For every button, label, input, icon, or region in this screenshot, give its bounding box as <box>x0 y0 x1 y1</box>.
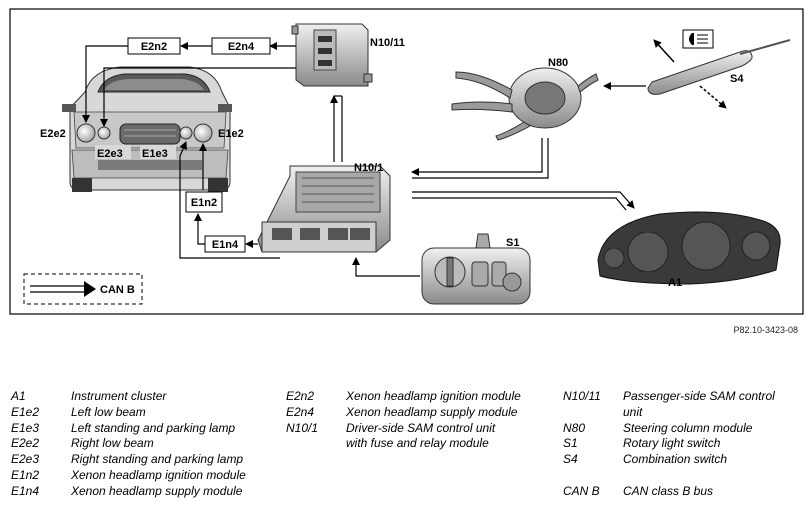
legend-row: E1e2 Left low beam <box>11 405 271 421</box>
legend-row-continuation: with fuse and relay module <box>286 436 556 452</box>
legend-row: A1 Instrument cluster <box>11 389 271 405</box>
legend-row: E2e2 Right low beam <box>11 436 271 452</box>
legend-description: Steering column module <box>623 420 753 435</box>
can-b-label: CAN B <box>100 284 135 296</box>
right-low-beam-lamp <box>76 123 96 143</box>
can-b-legend: CAN B <box>23 273 143 305</box>
legend-row: E1n4 Xenon headlamp supply module <box>11 484 271 500</box>
label-n10-1: N10/1 <box>354 162 383 174</box>
legend-row: S1 Rotary light switch <box>563 436 803 452</box>
left-standing-lamp <box>179 126 193 140</box>
legend-description-continued: with fuse and relay module <box>346 436 489 451</box>
legend-description: Rotary light switch <box>623 436 721 451</box>
label-a1: A1 <box>668 277 682 289</box>
legend-code: E1e2 <box>11 404 40 419</box>
rotary-light-switch <box>421 233 531 305</box>
legend-description: Left low beam <box>71 404 146 419</box>
combination-switch <box>647 29 791 109</box>
label-e1n2: E1n2 <box>191 197 217 209</box>
legend-description: Passenger-side SAM control <box>623 389 775 403</box>
legend-code: E1n4 <box>11 483 40 498</box>
label-e2n2: E2n2 <box>141 41 167 53</box>
legend-code: S4 <box>563 452 578 467</box>
legend-row: N10/11 Passenger-side SAM control <box>563 389 803 405</box>
legend-code: N10/1 <box>286 420 319 435</box>
box-e1n4: E1n4 <box>204 235 246 253</box>
legend-description: Xenon headlamp ignition module <box>346 389 521 403</box>
legend-row-continuation: unit <box>563 405 803 421</box>
legend-code: N10/11 <box>563 389 601 403</box>
legend-code: E1n2 <box>11 467 40 482</box>
passenger-sam-unit <box>291 23 373 87</box>
label-n10-11: N10/11 <box>370 37 405 49</box>
legend-description-continued: unit <box>623 404 643 419</box>
label-e2e2: E2e2 <box>40 128 66 140</box>
box-e2n2: E2n2 <box>127 37 181 55</box>
label-e1e2: E1e2 <box>218 128 244 140</box>
car-illustration <box>62 66 232 192</box>
label-e2e3: E2e3 <box>97 148 123 160</box>
legend-row: E1e3 Left standing and parking lamp <box>11 421 271 437</box>
legend-code: E2n4 <box>286 404 315 419</box>
left-low-beam-lamp <box>193 123 213 143</box>
legend-description: Right low beam <box>71 436 154 451</box>
legend-description: Xenon headlamp ignition module <box>71 467 246 482</box>
legend-code: E2e2 <box>11 436 40 451</box>
legend-row: E2e3 Right standing and parking lamp <box>11 452 271 468</box>
box-e2n4: E2n4 <box>211 37 271 55</box>
legend-description: CAN class B bus <box>623 483 714 498</box>
legend-description: Combination switch <box>623 452 728 467</box>
legend-code: S1 <box>563 436 578 451</box>
legend-code: E1e3 <box>11 420 40 435</box>
legend-code: CAN B <box>563 483 600 498</box>
label-e1n4: E1n4 <box>212 239 239 251</box>
legend-description: Driver-side SAM control unit <box>346 420 496 435</box>
legend-description: Instrument cluster <box>71 389 167 403</box>
wiring-diagram: E2n2 E2n4 E1n2 E1n4 N10/11 N80 S4 N10/1 … <box>9 8 804 315</box>
legend-code: E2n2 <box>286 389 315 403</box>
label-e1e3: E1e3 <box>142 148 168 160</box>
driver-sam-unit <box>257 165 391 253</box>
right-standing-lamp <box>97 126 111 140</box>
label-e2n4: E2n4 <box>228 41 255 53</box>
legend-description: Xenon headlamp supply module <box>71 483 243 498</box>
steering-column-module <box>451 67 599 141</box>
legend-description: Xenon headlamp supply module <box>346 404 518 419</box>
legend-row: S4 Combination switch <box>563 452 803 468</box>
legend-row: E2n2 Xenon headlamp ignition module <box>286 389 556 405</box>
legend-code: A1 <box>11 389 26 403</box>
label-s4: S4 <box>730 73 744 85</box>
legend-row: N10/1 Driver-side SAM control unit <box>286 421 556 437</box>
legend-row: CAN B CAN class B bus <box>563 484 803 500</box>
legend-row: N80 Steering column module <box>563 421 803 437</box>
label-s1: S1 <box>506 237 519 249</box>
box-e1n2: E1n2 <box>185 191 223 213</box>
figure-reference: P82.10-3423-08 <box>733 325 798 335</box>
legend-code: N80 <box>563 420 586 435</box>
instrument-cluster <box>597 211 781 285</box>
legend-code: E2e3 <box>11 452 40 467</box>
legend-row: E1n2 Xenon headlamp ignition module <box>11 468 271 484</box>
label-n80: N80 <box>548 57 568 69</box>
wiring-lines <box>82 42 646 277</box>
legend-row: E2n4 Xenon headlamp supply module <box>286 405 556 421</box>
legend-description: Left standing and parking lamp <box>71 420 236 435</box>
legend-description: Right standing and parking lamp <box>71 452 244 467</box>
